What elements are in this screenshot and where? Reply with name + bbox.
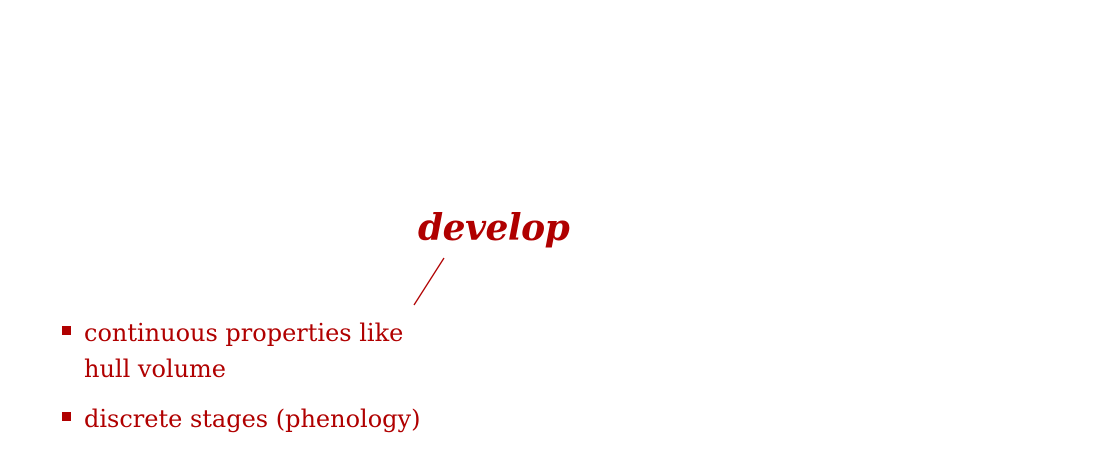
square-bullet-icon: [62, 326, 71, 335]
connector-line: [413, 257, 445, 306]
bullet-list: continuous properties like hull volume d…: [60, 315, 440, 451]
square-bullet-icon: [62, 412, 71, 421]
bullet-text: continuous properties like hull volume: [84, 319, 404, 383]
bullet-item-continuous: continuous properties like hull volume: [60, 315, 440, 387]
callout-label: develop: [418, 207, 570, 249]
bullet-text: discrete stages (phenology): [84, 405, 421, 433]
bullet-item-discrete: discrete stages (phenology): [60, 401, 440, 437]
